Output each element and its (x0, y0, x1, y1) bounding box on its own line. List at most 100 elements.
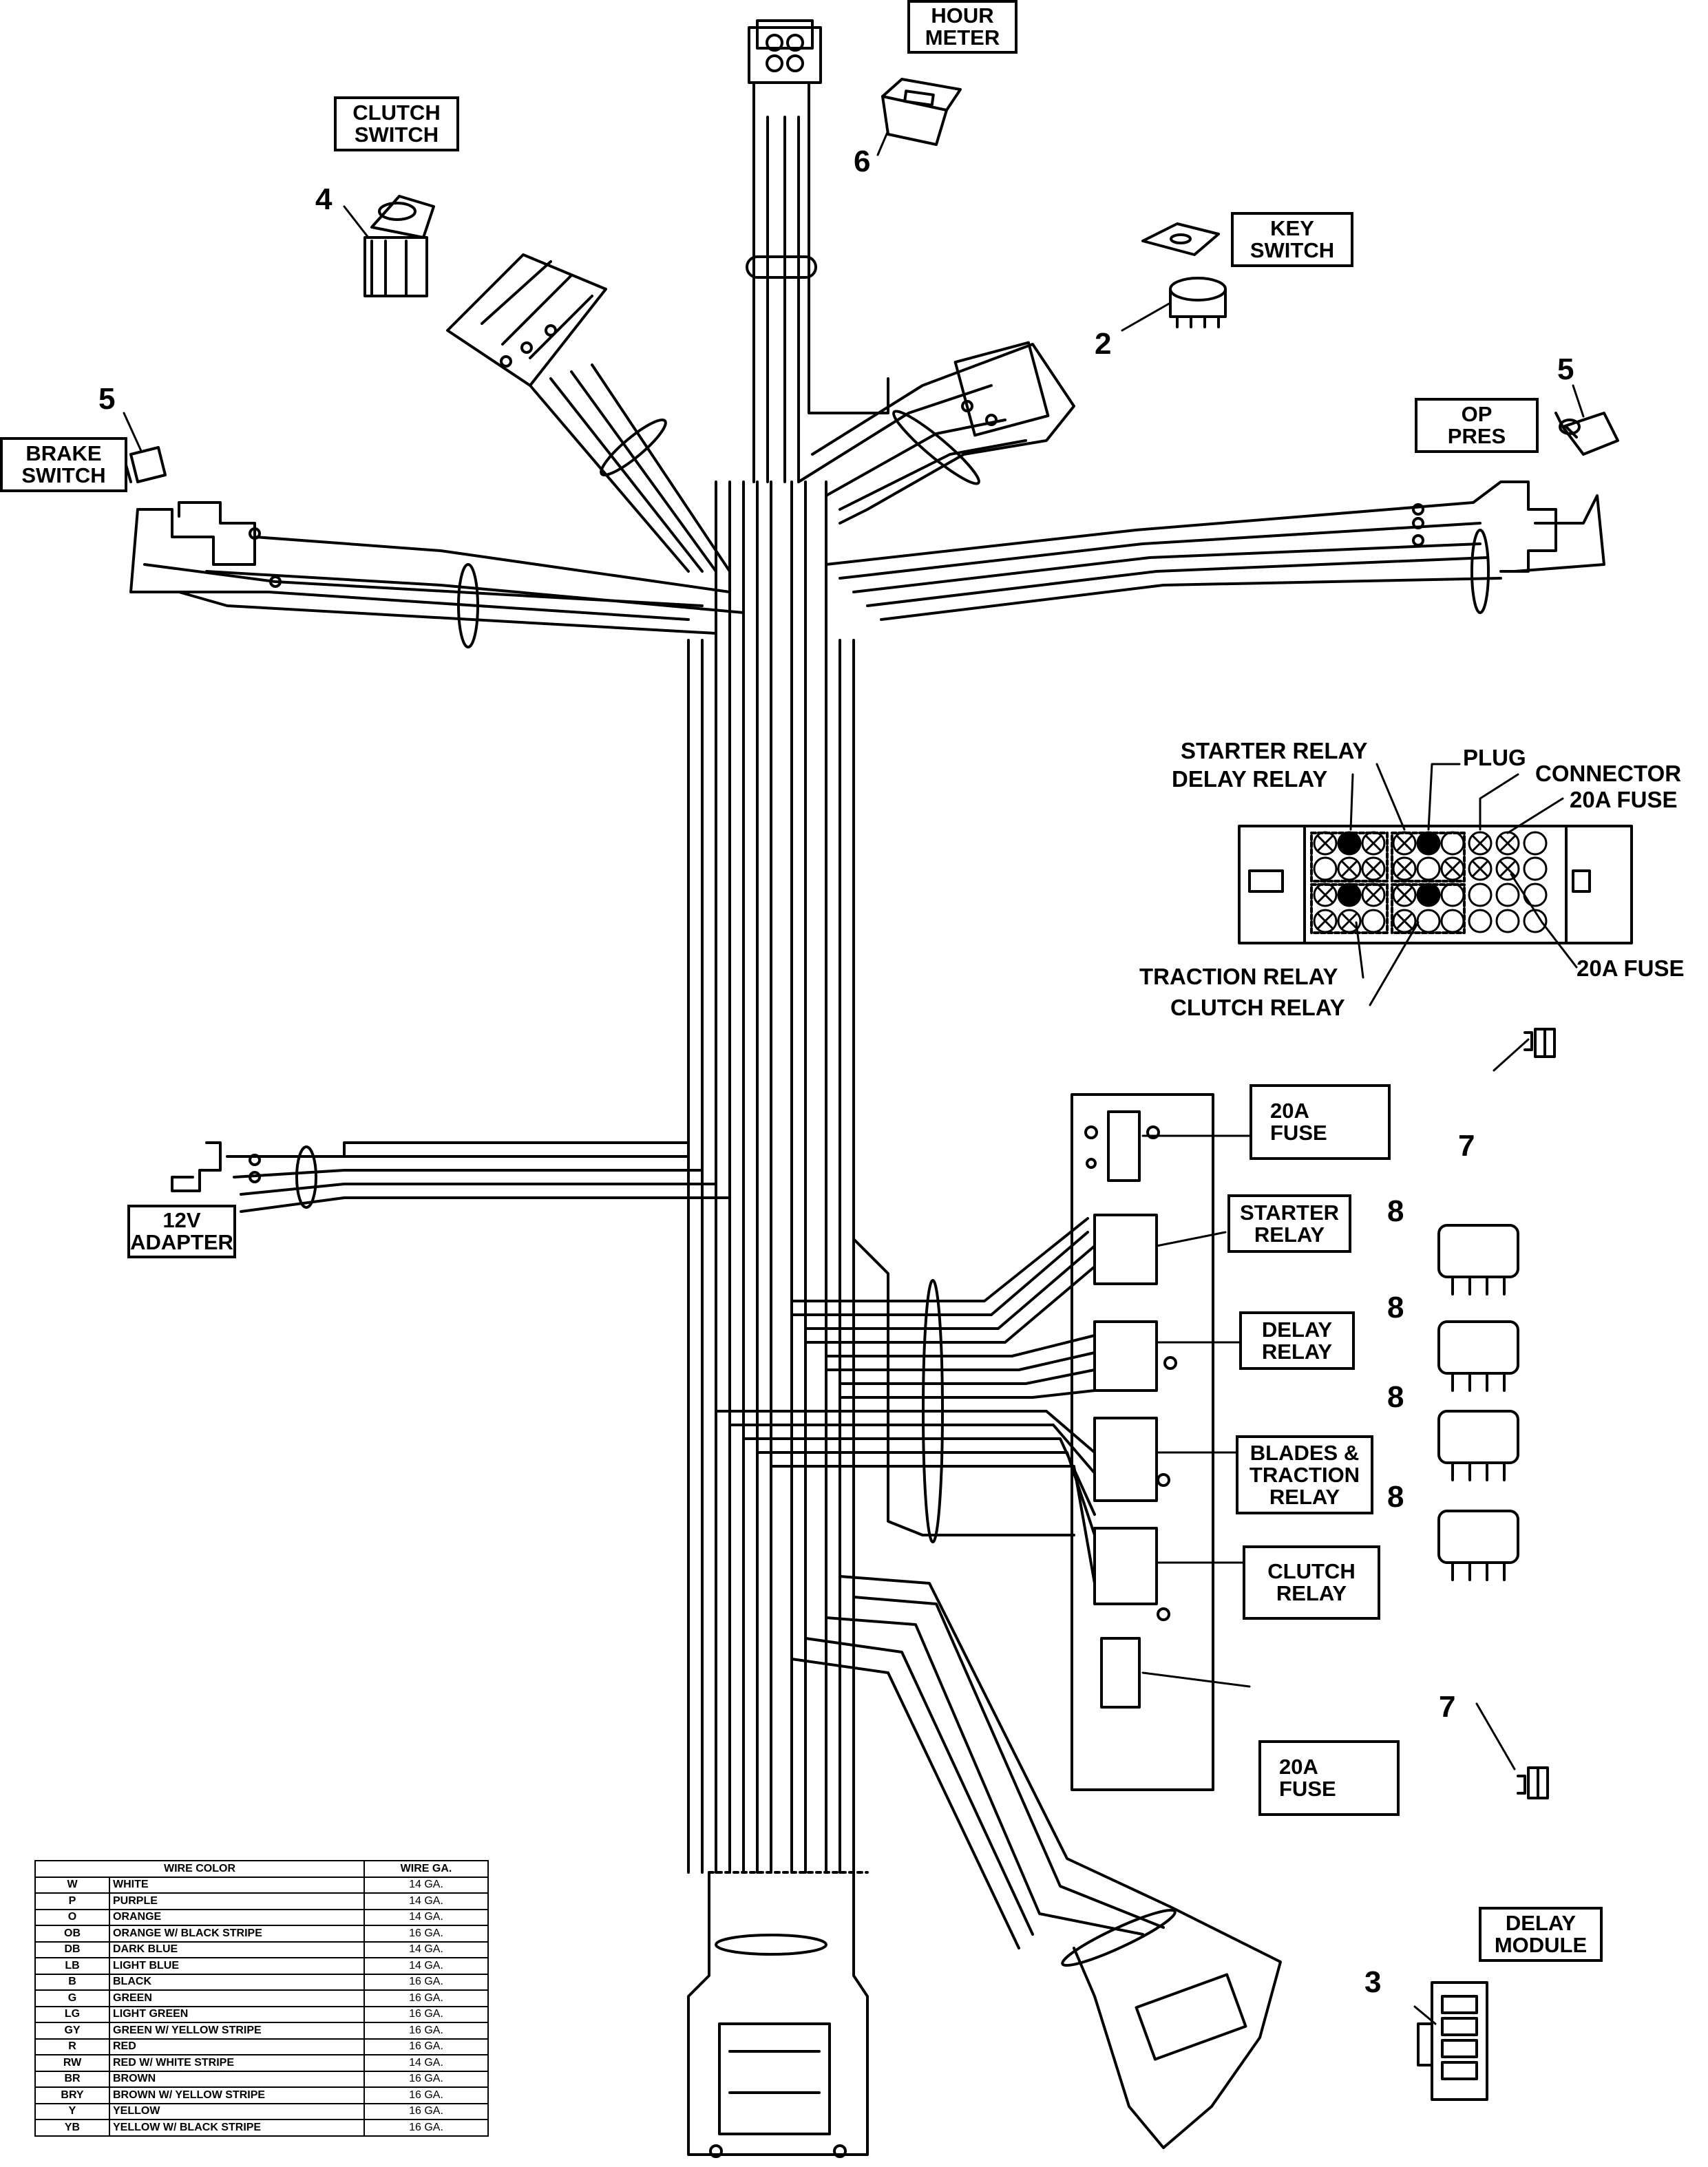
op-pres-label: OP PRES (1415, 398, 1539, 453)
adapter-12v-branch (171, 1141, 731, 1213)
adapter-12v-label-line2: ADAPTER (130, 1230, 233, 1254)
wire-code: OB (34, 1925, 110, 1943)
fuse-upper-label-line1: 20A (1270, 1099, 1309, 1123)
clutch-relay-label-line1: CLUTCH (1267, 1559, 1356, 1583)
fuse-lower-label-line2: FUSE (1279, 1777, 1336, 1801)
adapter-12v-label: 12V ADAPTER (127, 1205, 236, 1258)
part-number-delay-module: 3 (1364, 1965, 1382, 1999)
wire-gauge: 16 GA. (363, 1925, 489, 1943)
relay-part-icon-4 (1437, 1510, 1519, 1581)
op-pres-branch (825, 480, 1605, 621)
part-number-relay-2: 8 (1387, 1291, 1404, 1324)
wire-code: DB (34, 1941, 110, 1958)
fuse-part-upper-icon (1524, 1028, 1556, 1058)
wire-gauge: 16 GA. (363, 2119, 489, 2137)
wire-color-name: BROWN W/ YELLOW STRIPE (109, 2086, 365, 2104)
fuse-part-lower-icon (1517, 1766, 1549, 1799)
part-number-op-pres: 5 (1557, 352, 1574, 386)
wire-gauge: 16 GA. (363, 1989, 489, 2007)
hour-meter-label-line2: METER (925, 25, 1000, 50)
wire-code: P (34, 1892, 110, 1910)
fuse-upper-label-line2: FUSE (1270, 1121, 1327, 1145)
key-switch-label-line2: SWITCH (1250, 238, 1335, 262)
relay-part-icon-3 (1437, 1410, 1519, 1481)
wire-code: G (34, 1989, 110, 2007)
callout-clutch-relay: CLUTCH RELAY (1170, 995, 1345, 1020)
wire-color-name: DARK BLUE (109, 1941, 365, 1958)
callout-delay-relay: DELAY RELAY (1172, 766, 1328, 792)
bottom-left-connector (687, 1871, 869, 2158)
wire-gauge: 16 GA. (363, 2022, 489, 2040)
wire-color-name: WHITE (109, 1876, 365, 1894)
blades-traction-relay-label: BLADES & TRACTION RELAY (1236, 1435, 1373, 1514)
wire-table-header: WIRE COLOR WIRE GA. (34, 1860, 489, 1878)
starter-relay-label-line2: RELAY (1254, 1222, 1325, 1247)
wire-gauge: 16 GA. (363, 1973, 489, 1991)
wire-code: O (34, 1908, 110, 1926)
brake-switch-label-line1: BRAKE (25, 441, 102, 465)
delay-relay-label-line2: RELAY (1261, 1339, 1333, 1364)
clutch-switch-label-line2: SWITCH (354, 123, 439, 147)
delay-module-harness (790, 1575, 1282, 2149)
key-switch-label-line1: KEY (1270, 216, 1314, 240)
key-switch-branch (797, 341, 1075, 525)
wire-code: BR (34, 2070, 110, 2088)
callout-fuse-bottom: 20A FUSE (1577, 955, 1685, 981)
delay-relay-label-line1: DELAY (1261, 1317, 1333, 1342)
wire-color-name: YELLOW (109, 2102, 365, 2120)
hour-meter-label-line1: HOUR (931, 3, 994, 28)
wire-color-name: BROWN (109, 2070, 365, 2088)
wire-code: Y (34, 2102, 110, 2120)
wire-gauge: 14 GA. (363, 1957, 489, 1975)
callout-plug: PLUG (1463, 745, 1526, 770)
delay-module-label-line1: DELAY (1505, 1911, 1577, 1935)
wire-code: YB (34, 2119, 110, 2137)
op-pres-icon (1554, 412, 1619, 456)
hour-meter-branch (746, 116, 889, 483)
callout-traction-relay: TRACTION RELAY (1139, 964, 1338, 989)
part-number-fuse-upper: 7 (1458, 1129, 1475, 1163)
delay-relay-label: DELAY RELAY (1239, 1311, 1355, 1370)
part-number-key-switch: 2 (1095, 327, 1112, 361)
wire-gauge: 16 GA. (363, 2005, 489, 2023)
delay-module-icon (1417, 1981, 1488, 2101)
wire-code: RW (34, 2054, 110, 2072)
brake-switch-icon (123, 446, 167, 483)
clutch-switch-branch (446, 253, 731, 573)
wire-color-name: LIGHT BLUE (109, 1957, 365, 1975)
wire-gauge: 16 GA. (363, 2070, 489, 2088)
wire-code: B (34, 1973, 110, 1991)
clutch-switch-icon (363, 195, 435, 297)
adapter-12v-label-line1: 12V (162, 1208, 201, 1232)
wire-gauge: 14 GA. (363, 1892, 489, 1910)
part-number-relay-3: 8 (1387, 1380, 1404, 1414)
relay-panel (1071, 1093, 1214, 1791)
hour-meter-connector (748, 19, 822, 118)
starter-relay-label: STARTER RELAY (1227, 1194, 1351, 1253)
brake-switch-branch (129, 501, 745, 648)
blades-traction-label-line3: RELAY (1269, 1484, 1340, 1509)
clutch-relay-label-line2: RELAY (1276, 1581, 1347, 1605)
callout-starter-relay: STARTER RELAY (1181, 738, 1368, 763)
brake-switch-label: BRAKE SWITCH (0, 437, 127, 492)
part-number-hour-meter: 6 (854, 145, 871, 178)
delay-module-label-line2: MODULE (1494, 1933, 1588, 1957)
wire-color-name: GREEN (109, 1989, 365, 2007)
wire-gauge: 14 GA. (363, 2054, 489, 2072)
relay-part-icon-1 (1437, 1224, 1519, 1296)
fuse-block-cells (1313, 831, 1548, 933)
